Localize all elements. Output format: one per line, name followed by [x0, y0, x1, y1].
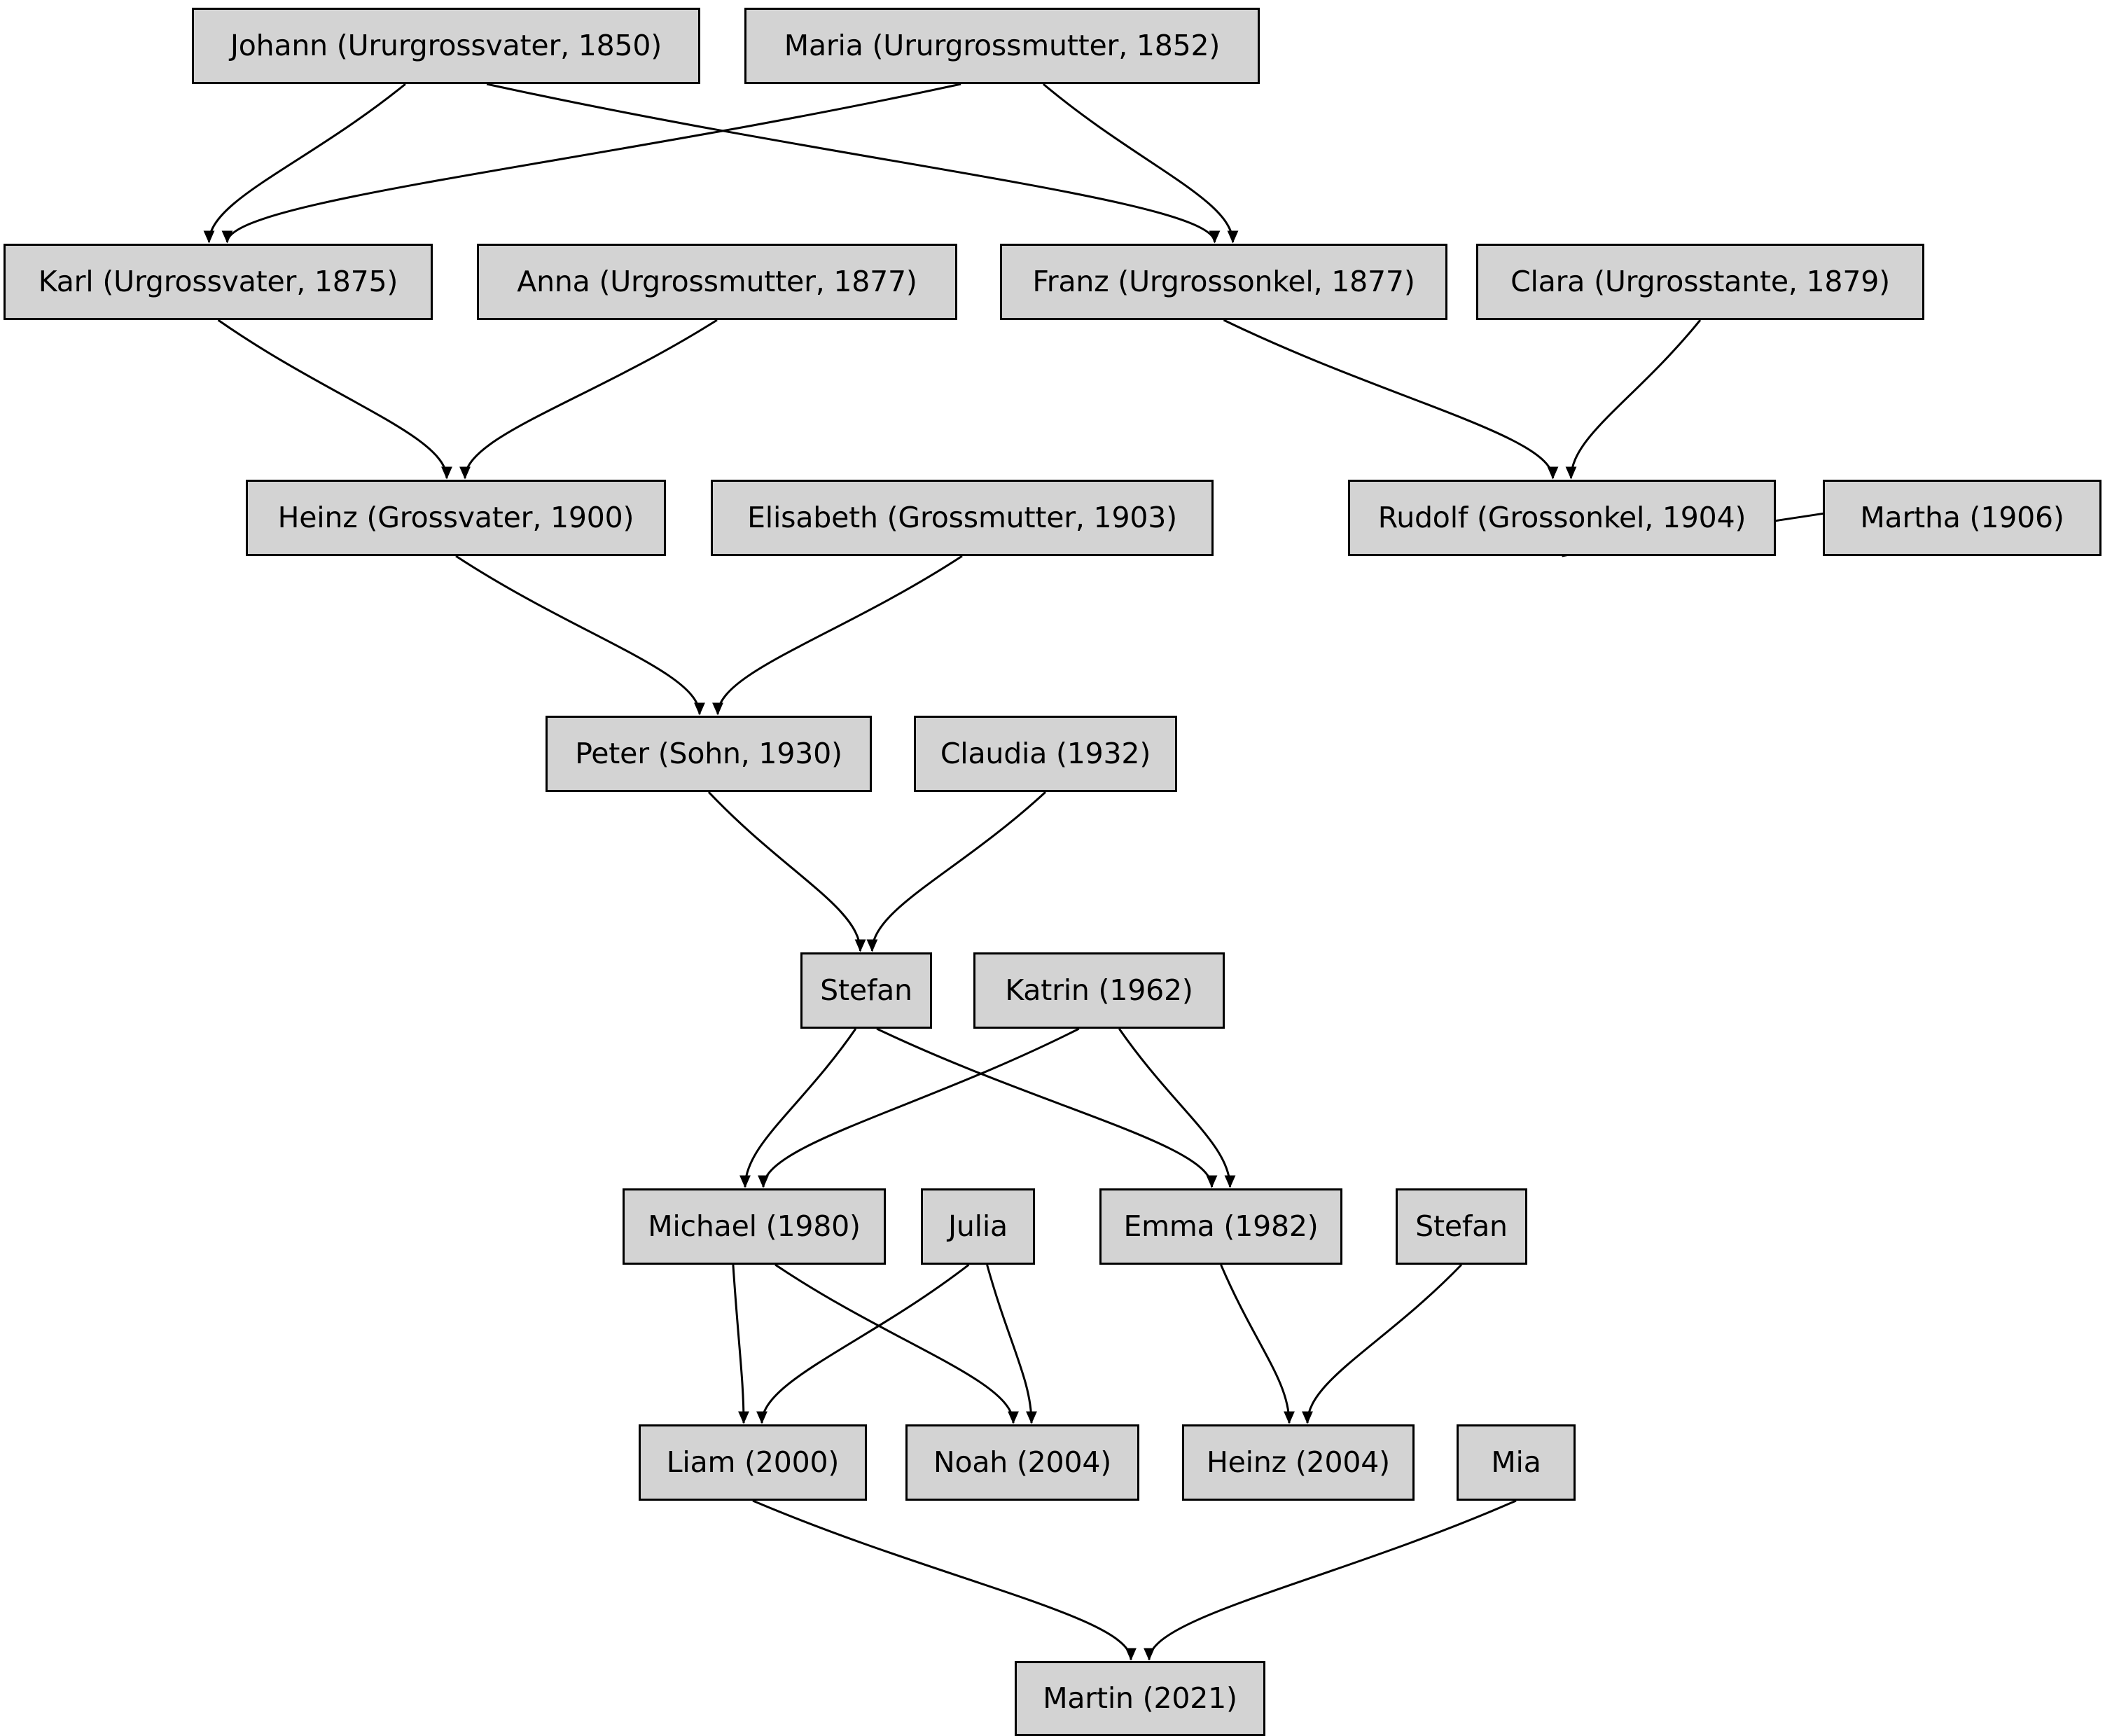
node-label: Anna (Urgrossmutter, 1877) [517, 264, 917, 298]
node-karl[interactable]: Karl (Urgrossvater, 1875) [4, 244, 433, 320]
node-label: Emma (1982) [1123, 1209, 1319, 1243]
node-label: Michael (1980) [648, 1209, 861, 1243]
edge-stefan_a-to-michael [739, 1028, 857, 1188]
edge-karl-to-heinz_gv [217, 319, 452, 480]
node-peter[interactable]: Peter (Sohn, 1930) [546, 716, 872, 792]
node-label: Julia [948, 1209, 1008, 1243]
node-label: Heinz (Grossvater, 1900) [277, 500, 634, 534]
node-label: Franz (Urgrossonkel, 1877) [1032, 264, 1415, 298]
node-label: Elisabeth (Grossmutter, 1903) [747, 500, 1177, 534]
edge-mia-to-martin [1144, 1499, 1517, 1661]
node-label: Mia [1491, 1445, 1541, 1479]
node-label: Clara (Urgrosstante, 1879) [1510, 264, 1890, 298]
node-maria[interactable]: Maria (Ururgrossmutter, 1852) [744, 8, 1260, 84]
edge-julia-to-liam [756, 1263, 970, 1424]
edge-heinz_gv-to-peter [455, 555, 705, 716]
node-liam[interactable]: Liam (2000) [639, 1424, 867, 1501]
node-label: Liam (2000) [666, 1445, 840, 1479]
node-stefan_a[interactable]: Stefan [800, 952, 932, 1029]
node-label: Claudia (1932) [940, 736, 1151, 770]
node-michael[interactable]: Michael (1980) [623, 1188, 886, 1265]
edge-johann-to-franz [486, 83, 1221, 244]
node-julia[interactable]: Julia [921, 1188, 1035, 1265]
node-label: Noah (2004) [933, 1445, 1112, 1479]
edge-liam-to-martin [752, 1499, 1137, 1661]
edge-johann-to-karl [203, 83, 406, 244]
node-noah[interactable]: Noah (2004) [905, 1424, 1139, 1501]
node-label: Karl (Urgrossvater, 1875) [38, 264, 398, 298]
node-label: Johann (Ururgrossvater, 1850) [230, 28, 662, 62]
node-mia[interactable]: Mia [1457, 1424, 1576, 1501]
node-anna[interactable]: Anna (Urgrossmutter, 1877) [477, 244, 957, 320]
node-label: Stefan [820, 973, 912, 1007]
node-elisabeth[interactable]: Elisabeth (Grossmutter, 1903) [711, 480, 1214, 556]
node-stefan_b[interactable]: Stefan [1396, 1188, 1527, 1265]
node-franz[interactable]: Franz (Urgrossonkel, 1877) [1000, 244, 1447, 320]
node-label: Peter (Sohn, 1930) [575, 736, 842, 770]
node-clara[interactable]: Clara (Urgrosstante, 1879) [1476, 244, 1924, 320]
edge-stefan_b-to-heinz_c [1302, 1263, 1463, 1424]
node-martha[interactable]: Martha (1906) [1823, 480, 2101, 556]
node-heinz_c[interactable]: Heinz (2004) [1182, 1424, 1415, 1501]
edge-michael-to-noah [774, 1263, 1019, 1424]
edge-julia-to-noah [986, 1264, 1037, 1424]
edge-maria-to-karl [221, 83, 961, 244]
edge-katrin-to-michael [758, 1027, 1080, 1188]
edge-elisabeth-to-peter [712, 555, 963, 716]
edge-claudia-to-stefan_a [866, 791, 1047, 952]
node-label: Heinz (2004) [1207, 1445, 1390, 1479]
node-label: Katrin (1962) [1005, 973, 1193, 1007]
node-martin[interactable]: Martin (2021) [1015, 1661, 1265, 1736]
edge-emma-to-heinz_c [1220, 1264, 1295, 1424]
edge-peter-to-stefan_a [707, 791, 866, 952]
edge-katrin-to-emma [1118, 1028, 1236, 1188]
node-heinz_gv[interactable]: Heinz (Grossvater, 1900) [246, 480, 666, 556]
edge-clara-to-rudolf [1565, 319, 1702, 480]
node-label: Stefan [1415, 1209, 1508, 1243]
node-label: Rudolf (Grossonkel, 1904) [1377, 500, 1746, 534]
edge-anna-to-heinz_gv [459, 319, 718, 480]
node-claudia[interactable]: Claudia (1932) [914, 716, 1177, 792]
node-label: Martha (1906) [1860, 500, 2064, 534]
node-emma[interactable]: Emma (1982) [1099, 1188, 1342, 1265]
edge-michael-to-liam [732, 1264, 749, 1424]
edge-stefan_a-to-emma [876, 1027, 1218, 1188]
node-label: Martin (2021) [1043, 1681, 1237, 1715]
node-katrin[interactable]: Katrin (1962) [973, 952, 1225, 1029]
node-label: Maria (Ururgrossmutter, 1852) [784, 28, 1221, 62]
node-johann[interactable]: Johann (Ururgrossvater, 1850) [192, 8, 700, 84]
edge-franz-to-rudolf [1223, 319, 1559, 480]
edge-maria-to-franz [1042, 83, 1239, 244]
node-rudolf[interactable]: Rudolf (Grossonkel, 1904) [1348, 480, 1776, 556]
